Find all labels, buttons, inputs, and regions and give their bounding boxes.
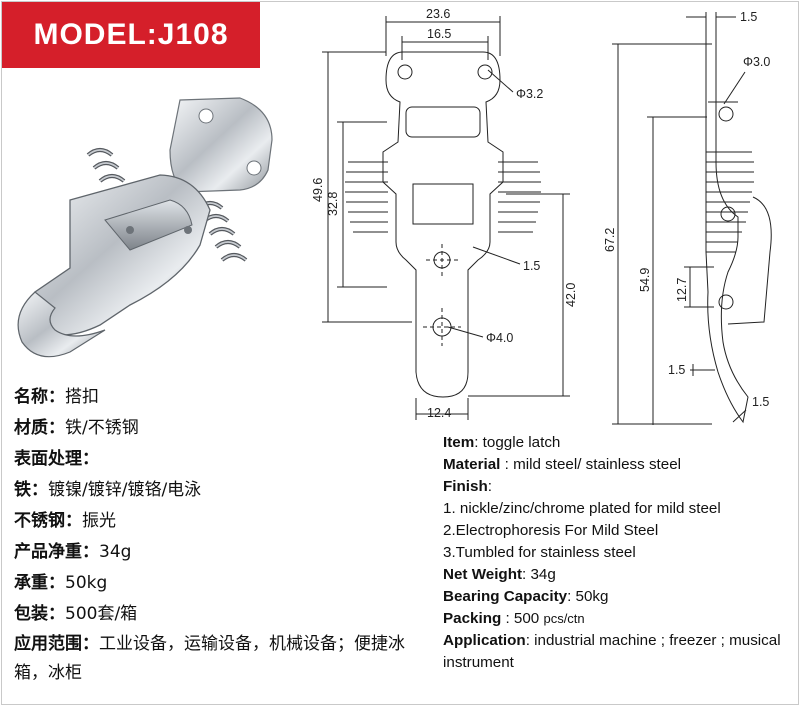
en-finish-key: Finish <box>443 478 488 495</box>
en-application-key: Application <box>443 632 526 649</box>
chinese-specifications: 名称：搭扣 材质：铁/不锈钢 表面处理： 铁：镀镍/镀锌/镀铬/电泳 不锈钢：振… <box>14 382 434 688</box>
cn-application-value: 工业设备，运输设备，机械设备；便捷冰箱，冰柜 <box>14 634 405 683</box>
en-bearing-key: Bearing Capacity <box>443 588 568 605</box>
english-specifications: Item: toggle latch Material : mild steel… <box>443 432 795 674</box>
en-finish-3: 3.Tumbled for stainless steel <box>443 544 636 561</box>
dim-phi3-2: Φ3.2 <box>516 87 543 101</box>
model-badge: MODEL:J108 <box>2 2 260 68</box>
cn-ss-key: 不锈钢： <box>14 511 82 531</box>
dim-12-7: 12.7 <box>675 278 689 302</box>
en-application-row: Application: industrial machine ; freeze… <box>443 630 795 674</box>
dim-23-6: 23.6 <box>426 7 450 21</box>
dim-42-0: 42.0 <box>564 283 578 307</box>
en-packing-key: Packing <box>443 610 502 627</box>
cn-load-row: 承重：50kg <box>14 568 434 599</box>
cn-pack-key: 包装： <box>14 604 65 624</box>
en-finish-colon: : <box>487 478 492 495</box>
dim-1-5-mid: 1.5 <box>668 363 685 377</box>
dim-54-9: 54.9 <box>638 268 652 292</box>
cn-name-row: 名称：搭扣 <box>14 382 434 413</box>
dim-phi4-0: Φ4.0 <box>486 331 513 345</box>
cn-weight-row: 产品净重：34g <box>14 537 434 568</box>
en-item-key: Item <box>443 434 475 451</box>
dim-phi3-0: Φ3.0 <box>743 55 770 69</box>
dim-12-4: 12.4 <box>427 406 451 420</box>
en-finish-1: 1. nickle/zinc/chrome plated for mild st… <box>443 500 721 517</box>
cn-weight-key: 产品净重： <box>14 542 99 562</box>
cn-application-key: 应用范围： <box>14 634 99 654</box>
cn-name-value: 搭扣 <box>65 387 99 407</box>
en-bearing-row: Bearing Capacity: 50kg <box>443 586 795 608</box>
dim-67-2: 67.2 <box>603 228 617 252</box>
en-packing-unit: pcs/ctn <box>543 611 585 626</box>
cn-surface-key: 表面处理： <box>14 449 99 469</box>
dim-1-5-front: 1.5 <box>523 259 540 273</box>
en-material-value: : mild steel/ stainless steel <box>500 456 682 473</box>
technical-drawing: 23.6 16.5 Φ3.2 49.6 32.8 1.5 42.0 Φ4.0 1… <box>311 7 772 425</box>
en-item-value: : toggle latch <box>474 434 561 451</box>
en-material-row: Material : mild steel/ stainless steel <box>443 454 795 476</box>
dim-49-6: 49.6 <box>311 178 325 202</box>
cn-weight-value: 34g <box>99 542 132 562</box>
product-photo <box>17 97 273 358</box>
cn-ss-row: 不锈钢：振光 <box>14 506 434 537</box>
cn-pack-value: 500套/箱 <box>65 604 138 624</box>
cn-ss-value: 振光 <box>82 511 116 531</box>
en-weight-value: : 34g <box>522 566 556 583</box>
en-material-key: Material <box>443 456 501 473</box>
cn-material-row: 材质：铁/不锈钢 <box>14 413 434 444</box>
cn-iron-value: 镀镍/镀锌/镀铬/电泳 <box>48 480 202 500</box>
dim-1-5-bot: 1.5 <box>752 395 769 409</box>
dim-1-5-top: 1.5 <box>740 10 757 24</box>
dim-32-8: 32.8 <box>326 192 340 216</box>
cn-material-value: 铁/不锈钢 <box>65 418 139 438</box>
model-label: MODEL:J108 <box>33 18 229 51</box>
en-weight-row: Net Weight: 34g <box>443 564 795 586</box>
en-packing-row: Packing : 500 pcs/ctn <box>443 608 795 630</box>
dim-16-5: 16.5 <box>427 27 451 41</box>
cn-name-key: 名称： <box>14 387 65 407</box>
en-bearing-value: : 50kg <box>567 588 609 605</box>
en-packing-value: : 500 <box>501 610 544 627</box>
cn-iron-row: 铁：镀镍/镀锌/镀铬/电泳 <box>14 475 434 506</box>
en-application-value: : industrial machine ; freezer ; musical… <box>443 632 781 671</box>
cn-surface-row: 表面处理： <box>14 444 434 475</box>
en-finish-2: 2.Electrophoresis For Mild Steel <box>443 522 659 539</box>
cn-load-value: 50kg <box>65 573 108 593</box>
cn-iron-key: 铁： <box>14 480 48 500</box>
en-finish-row: Finish: <box>443 476 795 498</box>
cn-pack-row: 包装：500套/箱 <box>14 599 434 630</box>
cn-load-key: 承重： <box>14 573 65 593</box>
en-weight-key: Net Weight <box>443 566 523 583</box>
cn-application-row: 应用范围：工业设备，运输设备，机械设备；便捷冰箱，冰柜 <box>14 630 434 688</box>
cn-material-key: 材质： <box>14 418 65 438</box>
en-item-row: Item: toggle latch <box>443 432 795 454</box>
